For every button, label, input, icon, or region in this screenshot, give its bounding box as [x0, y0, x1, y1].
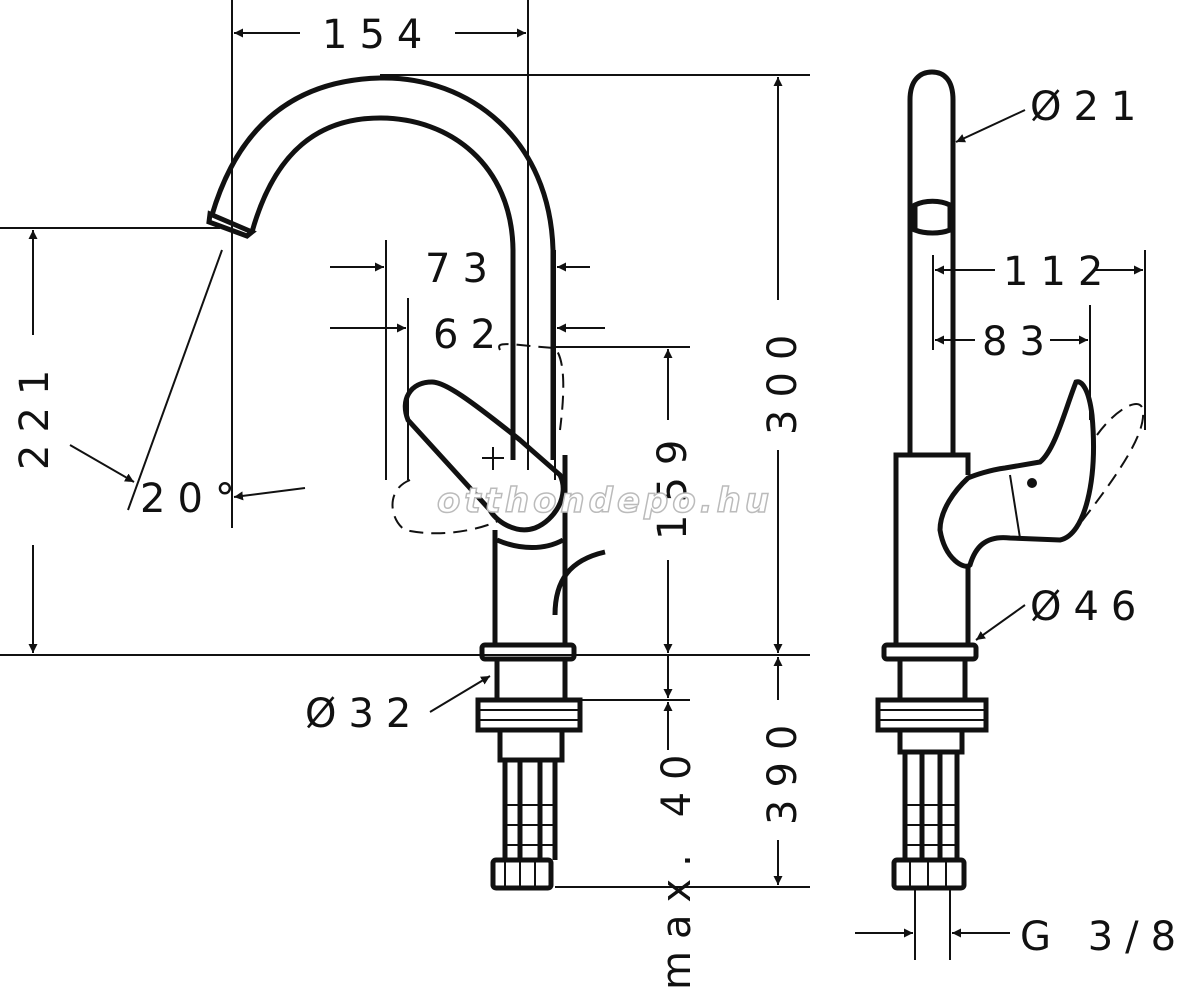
dim-spout-reach: 154	[322, 12, 434, 58]
dim-max-thickness: max. 40	[654, 743, 700, 990]
watermark: otthondepo.hu	[437, 481, 773, 521]
dim-handle-offset-outer: 73	[425, 246, 500, 292]
dim-total-height: 300	[760, 323, 806, 435]
dim-spout-tip-height: 221	[12, 358, 58, 470]
faucet-front-view	[206, 75, 606, 891]
dim-base-diameter-side: Ø46	[1030, 584, 1148, 630]
dimension-labels: 154 221 20° 73 62 159 300 Ø21 112 83 Ø46…	[12, 12, 1188, 990]
dim-pipe-diameter: Ø21	[1030, 84, 1148, 130]
dim-handle-offset-inner: 62	[433, 312, 508, 358]
dim-side-reach-inner: 83	[982, 319, 1057, 365]
dim-connection-thread: G 3/8	[1020, 914, 1188, 960]
dim-shank-diameter: Ø32	[305, 691, 423, 737]
dimension-arrows	[28, 28, 1143, 938]
dim-handle-height: 159	[650, 428, 696, 540]
dim-spout-angle: 20°	[140, 476, 247, 522]
faucet-side-view	[875, 69, 1145, 891]
dim-side-reach-outer: 112	[1003, 249, 1115, 295]
dim-hose-length: 390	[760, 713, 806, 825]
